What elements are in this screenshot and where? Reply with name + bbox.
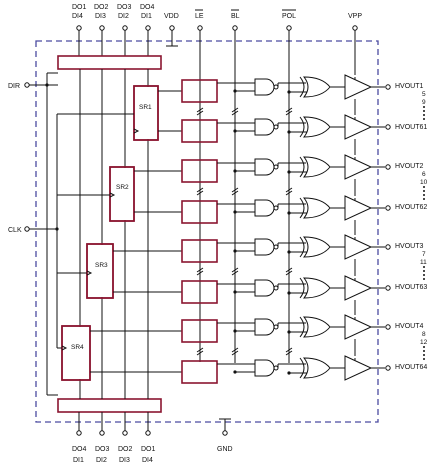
pin-top-4-b: DI1	[141, 13, 152, 20]
nand-gate	[254, 318, 275, 336]
pin-bottom-1-a: DO4	[72, 446, 87, 453]
pin-bottom-1-b: DI1	[73, 457, 84, 464]
nand-gate	[254, 78, 275, 96]
hvout4-mid1: 8	[422, 331, 426, 338]
hvout2-mid2: 10	[420, 179, 428, 186]
pin-bottom-4-a: DO1	[141, 446, 156, 453]
output-buffer	[344, 314, 373, 340]
nand-gate	[254, 158, 275, 176]
hvout64-label: HVOUT64	[395, 364, 427, 371]
hvout1-mid2: 9	[422, 99, 426, 106]
hvout61-label: HVOUT61	[395, 124, 427, 131]
pin-top-3-b: DI2	[118, 13, 129, 20]
hvout4-label: HVOUT4	[395, 323, 424, 330]
pin-top-4-a: DO4	[140, 4, 155, 11]
hvout3-label: HVOUT3	[395, 243, 424, 250]
output-buffer	[344, 275, 373, 301]
pin-bl: BL	[231, 13, 240, 20]
pin-bottom-2-b: DI2	[96, 457, 107, 464]
pin-top-2-a: DO2	[94, 4, 109, 11]
hvout2-mid1: 6	[422, 171, 426, 178]
hvout3-mid1: 7	[422, 251, 426, 258]
pin-bottom-4-b: DI4	[142, 457, 153, 464]
pin-top-1-a: DO1	[72, 4, 87, 11]
output-pin	[385, 365, 391, 371]
output-buffer	[344, 74, 373, 100]
dir-label: DIR	[8, 83, 20, 90]
hvout63-label: HVOUT63	[395, 284, 427, 291]
hvout62-label: HVOUT62	[395, 204, 427, 211]
output-buffer	[344, 234, 373, 260]
bottom-pin-terminals	[76, 412, 231, 436]
hvout1-label: HVOUT1	[395, 83, 424, 90]
pin-le: LE	[195, 13, 204, 20]
pin-bottom-2-a: DO3	[95, 446, 110, 453]
pin-top-3-a: DO3	[117, 4, 132, 11]
le-break-marks	[196, 107, 204, 356]
sr3-label: SR3	[95, 262, 108, 269]
pin-top-1-b: DI4	[72, 13, 83, 20]
output-pin	[385, 205, 391, 211]
pin-pol: POL	[282, 13, 296, 20]
clk-terminal	[24, 226, 30, 232]
dir-terminal	[24, 82, 30, 88]
chip-boundary	[35, 40, 379, 423]
xor-gate	[302, 316, 331, 338]
xor-gates	[299, 76, 345, 379]
xor-gate	[302, 357, 331, 379]
output-terminals	[385, 84, 425, 371]
pin-top-2-b: DI3	[95, 13, 106, 20]
output-buffer	[344, 355, 373, 381]
hvout1-mid1: 5	[422, 91, 426, 98]
output-buffer	[344, 154, 373, 180]
output-pin	[385, 324, 391, 330]
nand-gates	[254, 78, 306, 377]
output-buffer	[344, 114, 373, 140]
pin-gnd: GND	[217, 446, 233, 453]
output-pin	[385, 84, 391, 90]
nand-gate	[254, 118, 275, 136]
pol-taps	[285, 90, 307, 375]
bottom-io-block	[57, 398, 162, 413]
top-io-block	[57, 55, 162, 70]
latch-column	[181, 79, 218, 384]
output-pin	[385, 124, 391, 130]
bl-taps	[231, 89, 255, 374]
hvout2-label: HVOUT2	[395, 163, 424, 170]
sr4-label: SR4	[71, 344, 84, 351]
xor-gate	[302, 197, 331, 219]
sr-output-lines	[90, 90, 182, 373]
xor-gate	[302, 277, 331, 299]
output-pin	[385, 164, 391, 170]
xor-gate	[302, 76, 331, 98]
top-pin-terminals	[76, 25, 358, 363]
sr2-label: SR2	[116, 184, 129, 191]
output-pin	[385, 244, 391, 250]
pin-bottom-3-a: DO2	[118, 446, 133, 453]
output-buffers	[344, 64, 385, 381]
pin-vdd: VDD	[164, 13, 179, 20]
pin-vpp: VPP	[348, 13, 362, 20]
output-pin	[385, 285, 391, 291]
nand-gate	[254, 359, 275, 377]
hvout3-mid2: 11	[420, 259, 427, 266]
latch-output-lines	[217, 82, 255, 365]
hvout4-mid2: 12	[420, 339, 428, 346]
xor-gate	[302, 156, 331, 178]
sr1-label: SR1	[139, 104, 152, 111]
nand-gate	[254, 199, 275, 217]
nand-gate	[254, 238, 275, 256]
clk-label: CLK	[8, 227, 22, 234]
pin-bottom-3-b: DI3	[119, 457, 130, 464]
xor-gate	[302, 116, 331, 138]
xor-gate	[302, 236, 331, 258]
output-buffer	[344, 195, 373, 221]
nand-gate	[254, 279, 275, 297]
